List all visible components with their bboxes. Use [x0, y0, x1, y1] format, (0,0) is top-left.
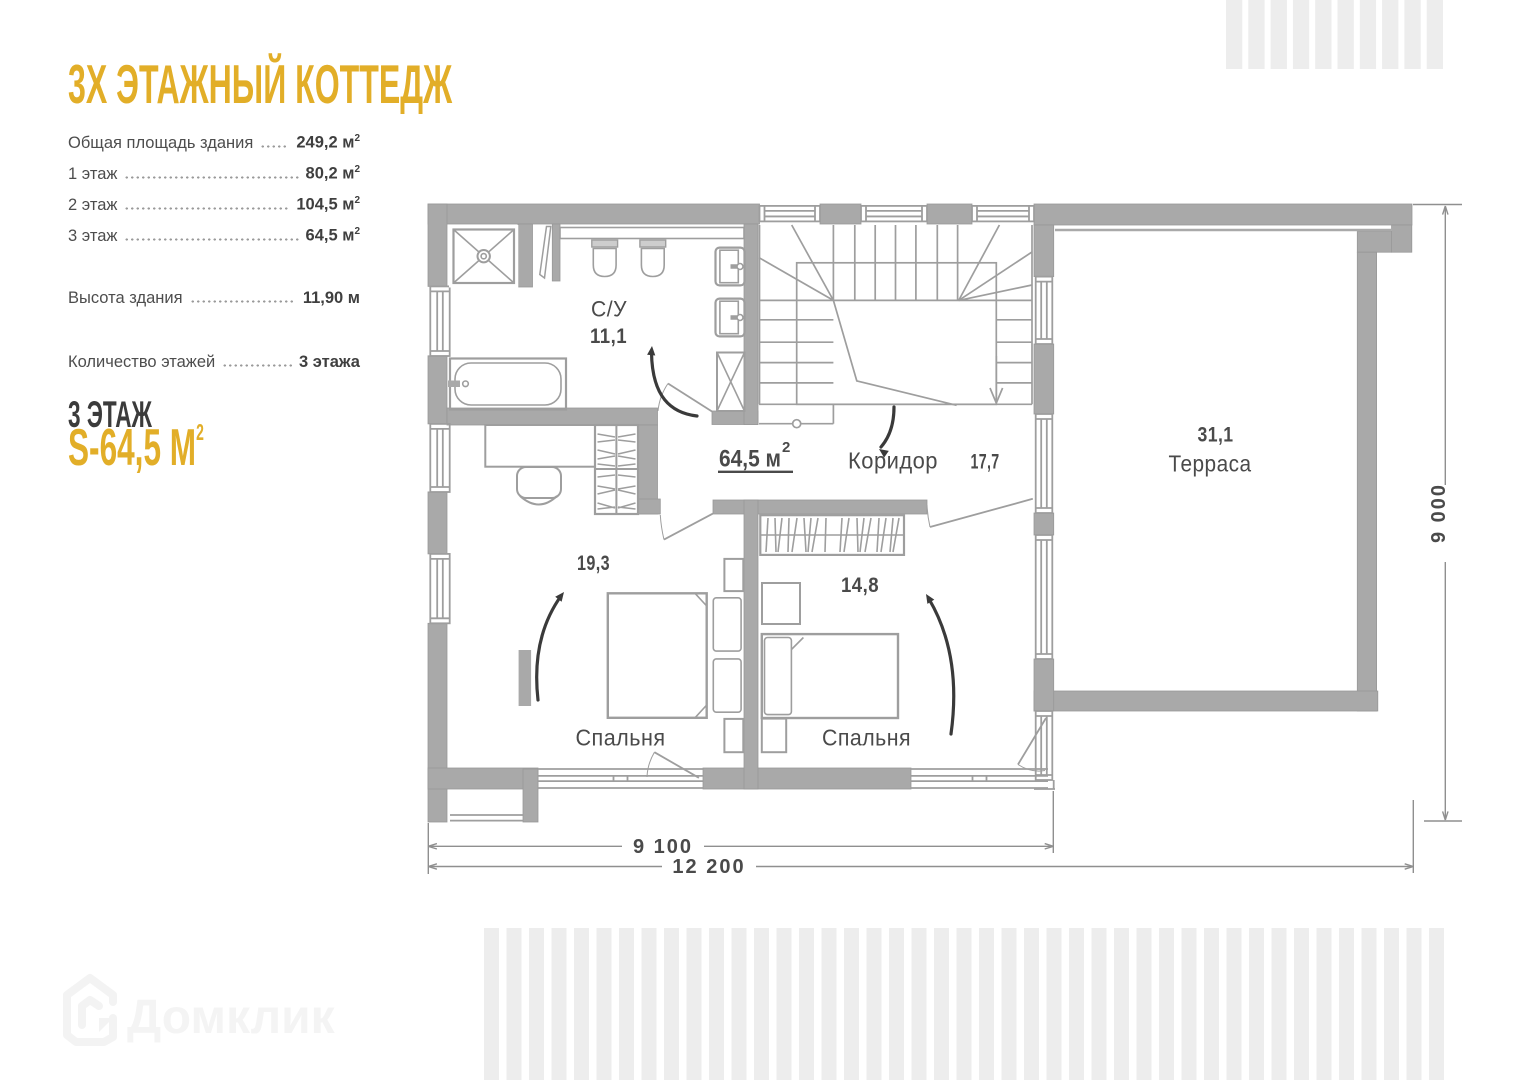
svg-text:9 000: 9 000 [1428, 483, 1450, 543]
svg-text:Спальня: Спальня [576, 725, 666, 751]
svg-text:С/У: С/У [591, 297, 627, 322]
svg-text:Домклик: Домклик [127, 991, 336, 1044]
svg-text:17,7: 17,7 [971, 450, 1000, 473]
svg-text:31,1: 31,1 [1198, 424, 1234, 447]
svg-text:Коридор: Коридор [848, 448, 938, 474]
svg-text:19,3: 19,3 [577, 552, 610, 575]
svg-text:9 100: 9 100 [633, 836, 693, 858]
svg-text:2: 2 [782, 439, 790, 456]
svg-text:12 200: 12 200 [672, 856, 745, 878]
svg-text:64,5 м: 64,5 м [719, 446, 781, 473]
svg-text:14,8: 14,8 [841, 574, 879, 597]
svg-text:Терраса: Терраса [1169, 451, 1252, 477]
svg-text:11,1: 11,1 [590, 325, 627, 348]
svg-text:Спальня: Спальня [822, 725, 911, 751]
